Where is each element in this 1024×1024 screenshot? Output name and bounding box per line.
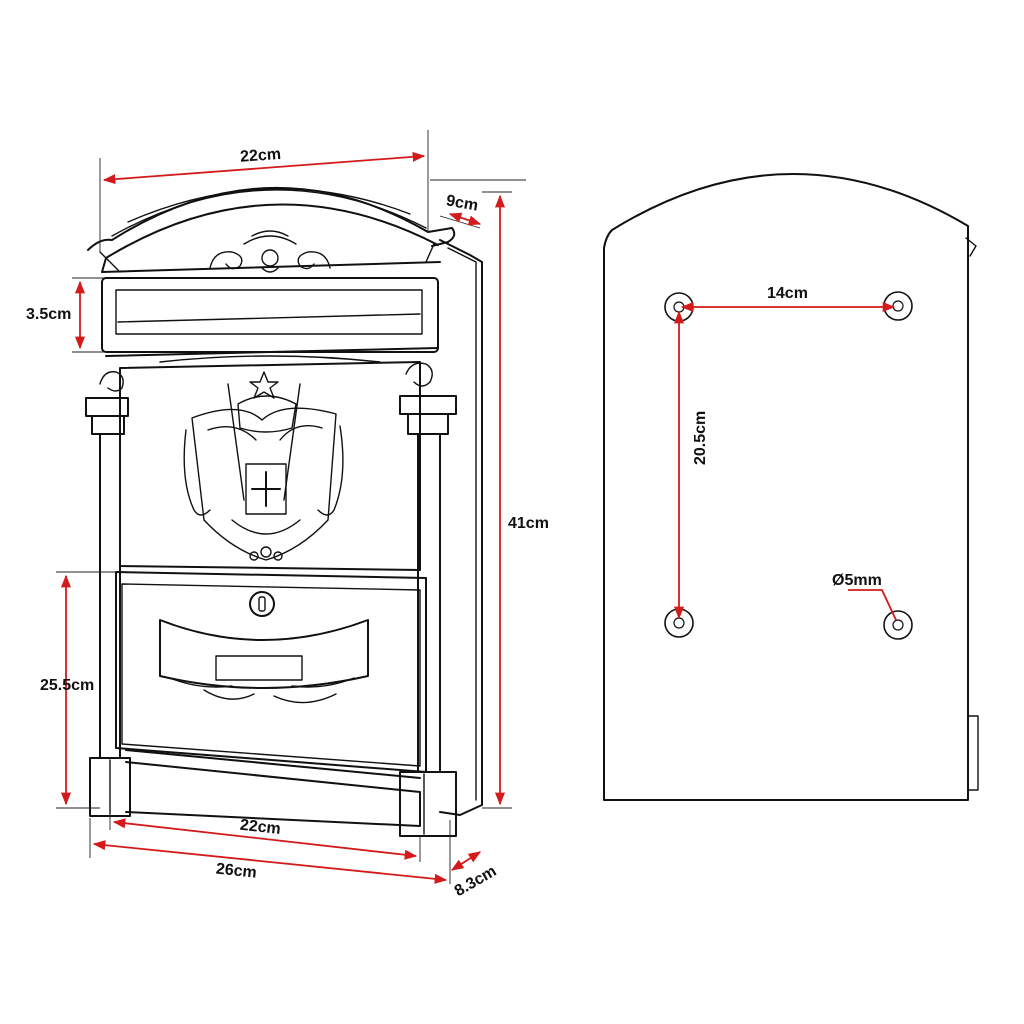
scroll-ornament-icon [209, 230, 331, 273]
star-icon [249, 371, 279, 399]
dim-line-top-width [102, 151, 426, 185]
label-base-width: 26cm [215, 861, 257, 882]
mailbox-door [115, 571, 427, 827]
front-dimension-lines [60, 151, 506, 884]
mounting-hole-icon [883, 291, 913, 321]
front-extension-lines [56, 130, 526, 884]
label-slot-height: 3.5cm [26, 306, 71, 323]
mounting-hole-icon [883, 610, 913, 640]
label-hole-diameter: Ø5mm [832, 572, 882, 589]
dim-leader-hole-diameter [848, 589, 897, 621]
dim-line-base-width [92, 840, 448, 884]
label-top-depth: 9cm [445, 192, 479, 214]
label-door-width: 22cm [239, 817, 281, 838]
label-total-height: 41cm [508, 515, 549, 532]
right-column [399, 362, 457, 837]
keyhole-icon [249, 591, 275, 617]
label-hole-spacing-vertical: 20.5cm [692, 411, 709, 465]
dim-line-top-depth [448, 212, 482, 226]
letter-slot [101, 277, 439, 363]
arched-roof [87, 186, 456, 273]
front-view-mailbox [85, 186, 483, 837]
back-dimension-lines [673, 301, 897, 621]
back-view-panel [603, 173, 979, 801]
dim-line-base-depth [450, 851, 482, 871]
label-door-height: 25.5cm [40, 677, 94, 694]
label-top-width: 22cm [240, 146, 282, 166]
label-base-depth: 8.3cm [452, 863, 500, 900]
back-dimension-labels: 14cm 20.5cm Ø5mm [692, 285, 882, 589]
cross-icon [251, 471, 281, 507]
coat-of-arms-emblem-icon [183, 371, 344, 561]
label-hole-spacing-horizontal: 14cm [767, 285, 808, 302]
